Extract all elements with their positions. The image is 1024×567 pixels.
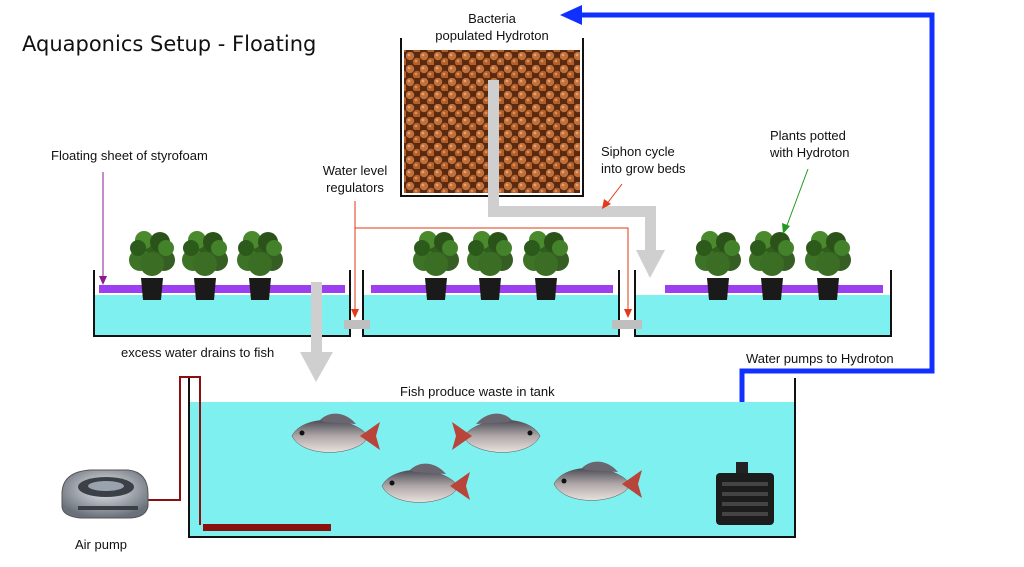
regulators-label-line2: regulators: [326, 180, 384, 195]
regulators-label-line1: Water level: [322, 163, 388, 178]
siphon-label-line2: into grow beds: [601, 161, 686, 176]
potted-plant: [182, 231, 228, 300]
siphon-pipe: [488, 80, 665, 278]
potted-plant: [523, 231, 569, 300]
air-line: [148, 376, 331, 531]
potted-plant: [695, 231, 741, 300]
plants-label-line1: Plants potted: [770, 128, 846, 143]
excess-water-label: excess water drains to fish: [121, 345, 275, 360]
regulator-pointer: [351, 201, 632, 318]
potted-plant: [749, 231, 795, 300]
water-pumps-label: Water pumps to Hydroton: [746, 351, 894, 366]
regulator-pipe-1: [344, 320, 370, 329]
regulators-label: Water level regulators: [300, 162, 410, 196]
potted-plant: [413, 231, 459, 300]
drain-arrow: [300, 282, 333, 382]
siphon-label: Siphon cycle into grow beds: [601, 143, 686, 177]
plants-pointer: [782, 168, 809, 234]
plants: [129, 231, 851, 300]
styrofoam-label: Floating sheet of styrofoam: [51, 148, 208, 163]
potted-plant: [129, 231, 175, 300]
fish-waste-label: Fish produce waste in tank: [400, 384, 555, 399]
hydroton-label-line1: Bacteria: [468, 11, 516, 26]
potted-plant: [237, 231, 283, 300]
air-pump: [61, 469, 149, 519]
plants-label-line2: with Hydroton: [770, 145, 850, 160]
fish-tank: [188, 378, 796, 538]
siphon-label-line1: Siphon cycle: [601, 144, 675, 159]
potted-plant: [805, 231, 851, 300]
styrofoam-pointer: [99, 172, 107, 285]
regulator-pipe-2: [612, 320, 642, 329]
fish: [452, 413, 541, 453]
hydroton-label-line2: populated Hydroton: [435, 28, 549, 43]
potted-plant: [467, 231, 513, 300]
grow-bed-1: [93, 270, 351, 337]
air-pump-label: Air pump: [75, 537, 128, 552]
water-pump: [716, 462, 774, 525]
plants-label: Plants potted with Hydroton: [770, 127, 849, 161]
fish: [291, 413, 380, 453]
diagram-title: Aquaponics Setup - Floating: [22, 32, 317, 56]
siphon-pointer: [602, 183, 623, 209]
hydroton-label: Bacteria populated Hydroton: [412, 10, 572, 44]
fish: [553, 461, 642, 501]
pump-return-pipe: [560, 5, 935, 468]
fishes: [291, 413, 642, 503]
fish: [381, 463, 470, 503]
